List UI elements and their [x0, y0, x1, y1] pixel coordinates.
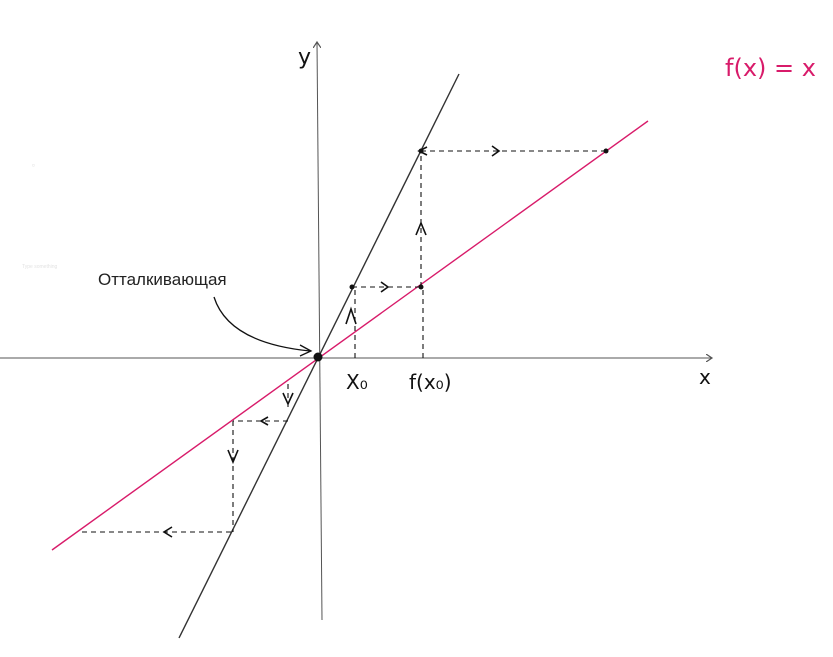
y-axis: [317, 42, 323, 621]
faint-dot: ¤: [32, 163, 35, 169]
origin-point: [313, 352, 323, 362]
repelling-label: Отталкивающая: [98, 270, 227, 289]
x-axis-label: x: [699, 365, 711, 389]
cobweb-points-upper: [349, 148, 609, 290]
f-x0-label: f(x₀): [409, 370, 452, 394]
cobweb-upper: [352, 150, 609, 358]
annotation-arrowhead: [299, 344, 313, 357]
identity-line: [51, 120, 649, 551]
cobweb-lower: [82, 384, 289, 533]
x0-label: X₀: [346, 370, 368, 394]
function-label: f(x) = x: [725, 54, 816, 82]
faint-placeholder: Type something: [22, 264, 58, 270]
cobweb-arrows-upper: [345, 145, 501, 325]
cobweb-arrows-lower: [162, 392, 294, 538]
y-axis-label: y: [298, 45, 311, 70]
annotation-arrow: [213, 296, 311, 352]
